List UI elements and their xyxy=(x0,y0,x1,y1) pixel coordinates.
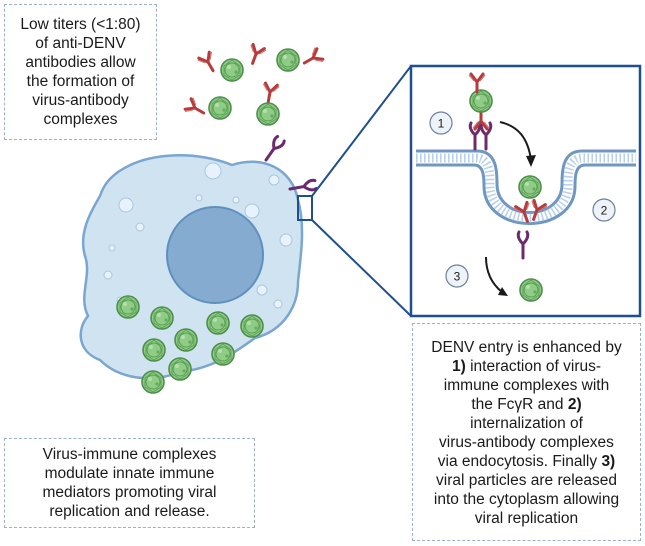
denv-entry-explanation: DENV entry is enhanced by 1) interaction… xyxy=(412,323,641,541)
zoom-marker xyxy=(297,195,313,221)
cell-receptor-icon xyxy=(260,134,287,165)
callout-line-top xyxy=(311,65,412,197)
svg-text:3: 3 xyxy=(454,270,461,284)
note-line: complexes xyxy=(43,111,118,128)
step-marker-3: 3 xyxy=(445,264,469,288)
antibody-icon xyxy=(258,81,281,105)
virus-icon xyxy=(240,314,264,338)
note-line: immune complexes with xyxy=(443,377,610,394)
note-line: antibodies allow xyxy=(25,54,136,71)
virus-icon xyxy=(208,96,232,120)
immune-modulation-note: Virus-immune complexes modulate innate i… xyxy=(4,438,255,528)
virus-icon xyxy=(211,342,235,366)
virus-icon xyxy=(206,311,230,335)
antibody-icon xyxy=(182,95,210,122)
antibody-titer-note: Low titers (<1:80) of anti-DENV antibodi… xyxy=(4,4,157,140)
virus-icon xyxy=(150,306,174,330)
virus-icon xyxy=(116,295,140,319)
svg-text:2: 2 xyxy=(601,204,608,218)
virus-antibody-complexes xyxy=(182,42,326,126)
curved-arrow-icon xyxy=(499,121,532,161)
note-line: Virus-immune complexes xyxy=(42,446,217,463)
virus-icon xyxy=(256,102,280,126)
note-line: virus-antibody complexes xyxy=(439,434,614,451)
note-line: via endocytosis. Finally 3) xyxy=(437,453,616,470)
virus-icon xyxy=(220,58,244,82)
immune-cell xyxy=(79,134,318,380)
note-line: viral particles are released xyxy=(436,472,617,489)
step-marker-2: 2 xyxy=(592,198,616,222)
note-line: replication and release. xyxy=(49,503,210,520)
note-line: DENV entry is enhanced by xyxy=(431,339,622,356)
virus-icon xyxy=(469,89,493,113)
virus-icon xyxy=(141,370,165,394)
virus-icon xyxy=(174,328,198,352)
note-line: modulate innate immune xyxy=(44,465,215,482)
note-line: 1) interaction of virus- xyxy=(451,358,602,375)
virus-icon xyxy=(518,175,542,199)
note-line: Low titers (<1:80) xyxy=(20,16,141,33)
virus-icon xyxy=(276,48,300,72)
antibody-icon xyxy=(298,45,326,72)
virus-icon xyxy=(168,357,192,381)
antibody-icon xyxy=(243,42,268,68)
note-line: into the cytoplasm allowing xyxy=(433,491,620,508)
note-line: the FcγR and 2) xyxy=(471,396,582,413)
note-line: of anti-DENV xyxy=(35,35,126,52)
callout-line-bottom xyxy=(311,219,412,317)
endocytosis-inset: 1 2 3 xyxy=(409,64,642,318)
note-line: viral replication xyxy=(474,510,579,527)
virus-icon xyxy=(142,338,166,362)
svg-text:1: 1 xyxy=(438,117,445,131)
note-line: the formation of xyxy=(26,73,135,90)
lipid-bilayer xyxy=(416,149,636,225)
note-line: virus-antibody xyxy=(32,92,129,109)
nucleus xyxy=(166,206,264,304)
note-line: mediators promoting viral xyxy=(42,484,217,501)
step-marker-1: 1 xyxy=(429,111,453,135)
curved-arrow-icon xyxy=(485,256,503,293)
antibody-icon xyxy=(195,49,222,77)
virus-icon xyxy=(519,278,543,302)
note-line: internalization of xyxy=(470,415,583,432)
